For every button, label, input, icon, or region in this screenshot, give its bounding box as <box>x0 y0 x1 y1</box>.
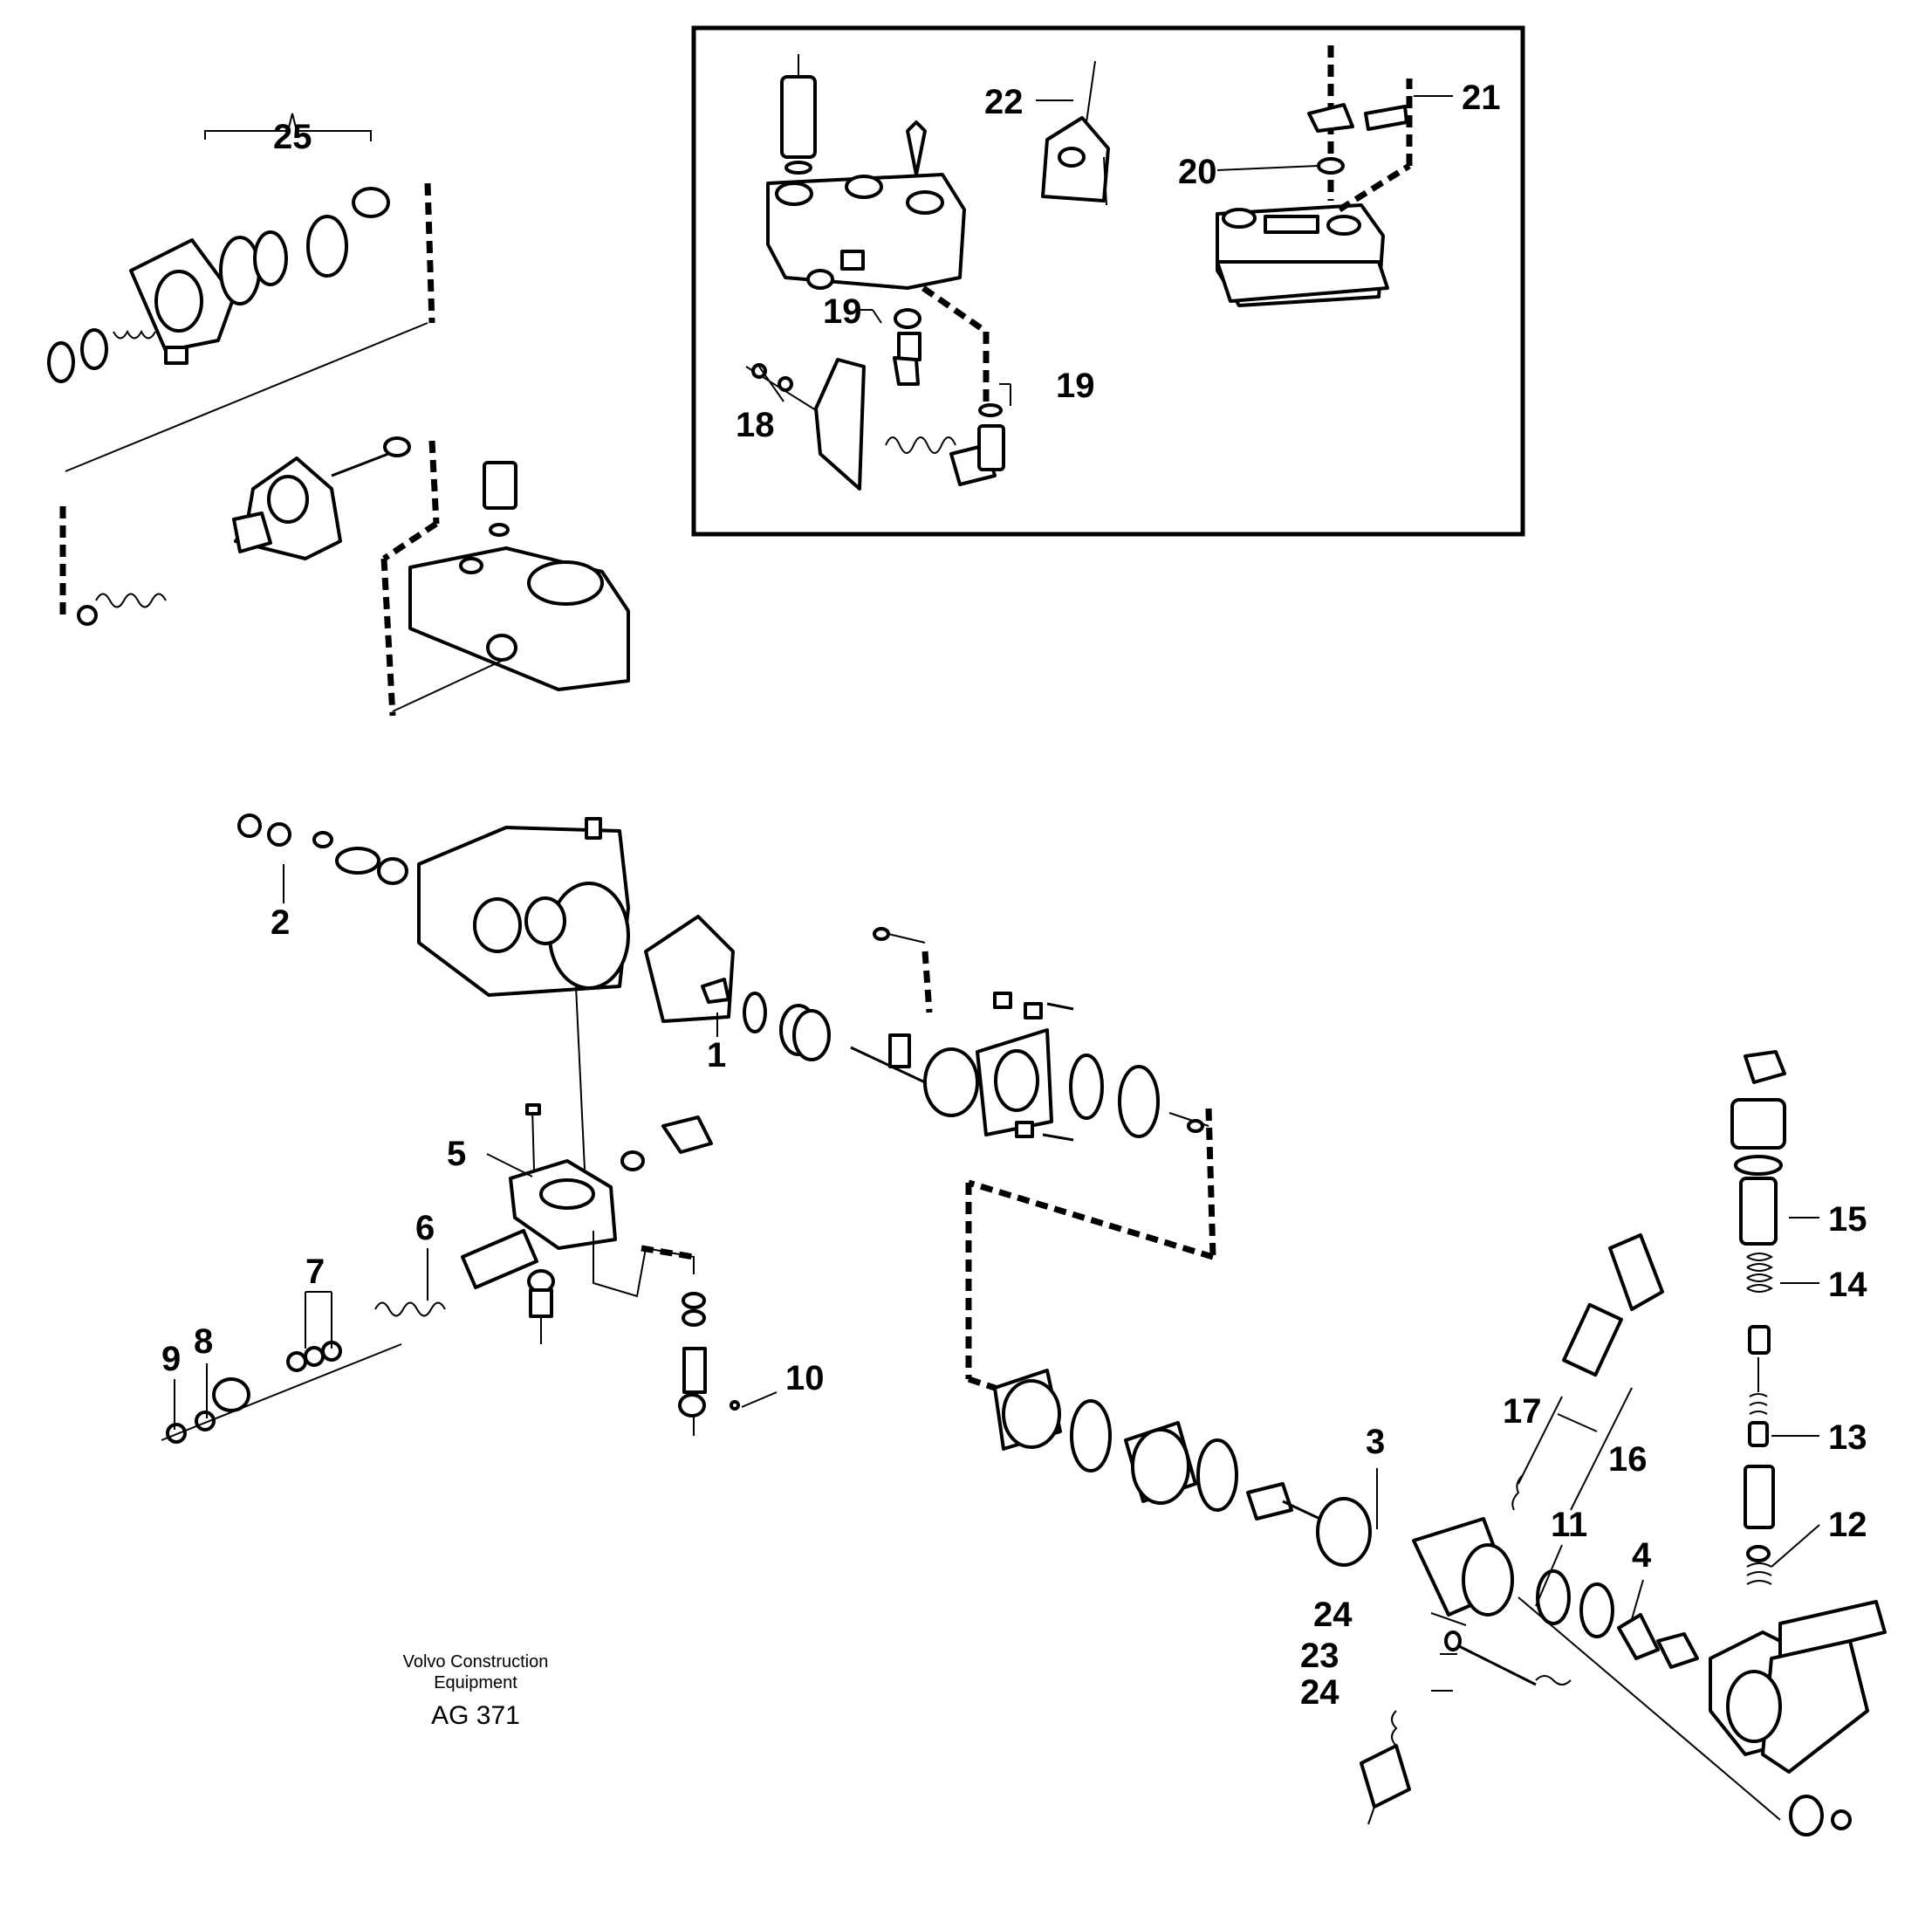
callout-24a: 24 <box>1313 1596 1353 1634</box>
callout-22: 22 <box>984 83 1024 121</box>
regulator-assembly <box>161 985 740 1444</box>
callout-1: 1 <box>707 1036 726 1074</box>
distributor-head-assembly <box>993 1369 1887 1836</box>
callout-16: 16 <box>1608 1440 1648 1479</box>
callout-25: 25 <box>273 118 312 156</box>
callout-17: 17 <box>1503 1392 1542 1431</box>
callout-15: 15 <box>1828 1200 1867 1239</box>
governor-cover-right <box>1216 45 1413 307</box>
credit-line-1: Volvo Construction <box>403 1652 549 1672</box>
callout-8: 8 <box>194 1322 213 1361</box>
pump-housing <box>237 813 630 997</box>
callout-19a: 19 <box>823 292 862 331</box>
callout-14: 14 <box>1828 1266 1867 1304</box>
callout-6: 6 <box>415 1209 435 1247</box>
inset-frame <box>691 25 1525 537</box>
callout-19b: 19 <box>1056 367 1095 405</box>
callout-24b: 24 <box>1300 1673 1339 1712</box>
callout-12: 12 <box>1828 1506 1867 1544</box>
callout-3: 3 <box>1366 1423 1385 1461</box>
callout-18: 18 <box>736 406 775 444</box>
advance-assembly-25 <box>47 113 435 472</box>
callout-10: 10 <box>785 1359 825 1397</box>
stop-lever-assembly <box>745 358 1005 491</box>
callout-2: 2 <box>271 903 290 942</box>
governor-cover-left <box>766 54 990 410</box>
bolt-23-assembly <box>1360 1630 1572 1825</box>
drawing-code: AG 371 <box>431 1701 520 1730</box>
fuel-valve-16 <box>1511 1233 1664 1511</box>
callout-20: 20 <box>1178 153 1217 191</box>
callout-7: 7 <box>305 1253 325 1291</box>
callout-23: 23 <box>1300 1637 1339 1675</box>
callout-9: 9 <box>161 1340 181 1378</box>
callout-4: 4 <box>1632 1536 1652 1575</box>
callout-labels: 1 2 3 4 5 6 7 8 9 10 11 12 13 14 15 16 1… <box>161 79 1867 1712</box>
callout-5: 5 <box>447 1135 466 1173</box>
callout-13: 13 <box>1828 1418 1867 1457</box>
drawing-credit: Volvo Construction Equipment AG 371 <box>403 1652 549 1730</box>
pressure-valve-stack <box>1730 1050 1786 1585</box>
detail-22 <box>1041 60 1110 206</box>
leader-lines <box>174 95 1820 1692</box>
drive-shaft-parts <box>644 915 1216 1400</box>
callout-21: 21 <box>1462 79 1501 117</box>
callout-11: 11 <box>1551 1506 1587 1544</box>
governor-housing-assembly <box>59 436 630 717</box>
credit-line-2: Equipment <box>434 1673 517 1692</box>
